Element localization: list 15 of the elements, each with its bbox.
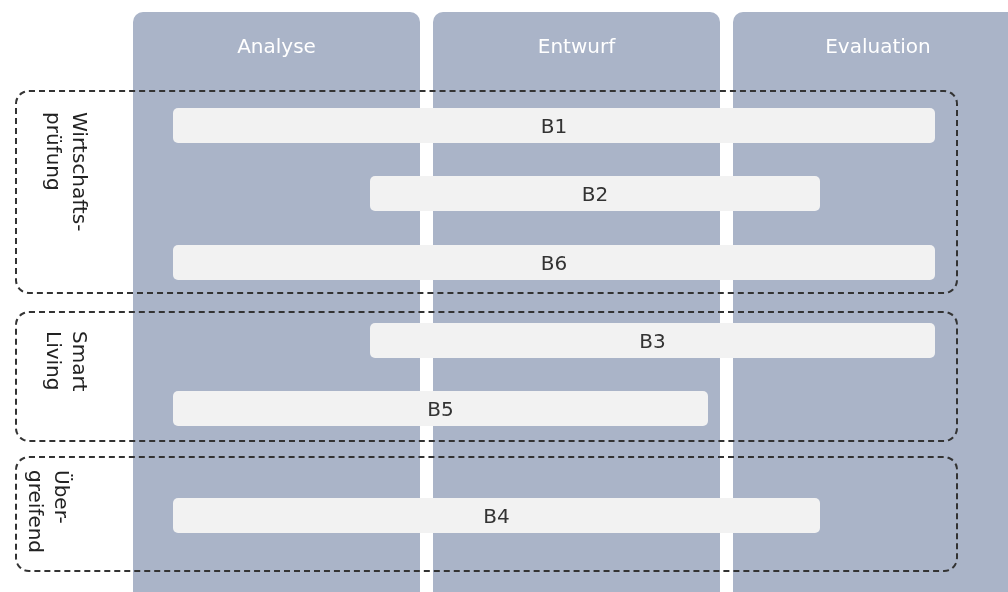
group-label: Wirtschafts- prüfung <box>41 112 93 234</box>
group-label: Smart Living <box>41 331 93 394</box>
group-label: Über- greifend <box>23 470 75 556</box>
column-header: Evaluation <box>824 34 932 58</box>
timeline-bar: B3 <box>370 323 935 358</box>
column-header: Entwurf <box>536 34 617 58</box>
column-header: Analyse <box>236 34 317 58</box>
dashed-group-frame <box>15 456 958 572</box>
timeline-bar: B2 <box>370 176 820 211</box>
timeline-bar: B6 <box>173 245 935 280</box>
dashed-group-frame <box>15 90 958 294</box>
timeline-bar: B1 <box>173 108 935 143</box>
timeline-bar: B5 <box>173 391 708 426</box>
timeline-bar: B4 <box>173 498 820 533</box>
dashed-group-frame <box>15 311 958 442</box>
